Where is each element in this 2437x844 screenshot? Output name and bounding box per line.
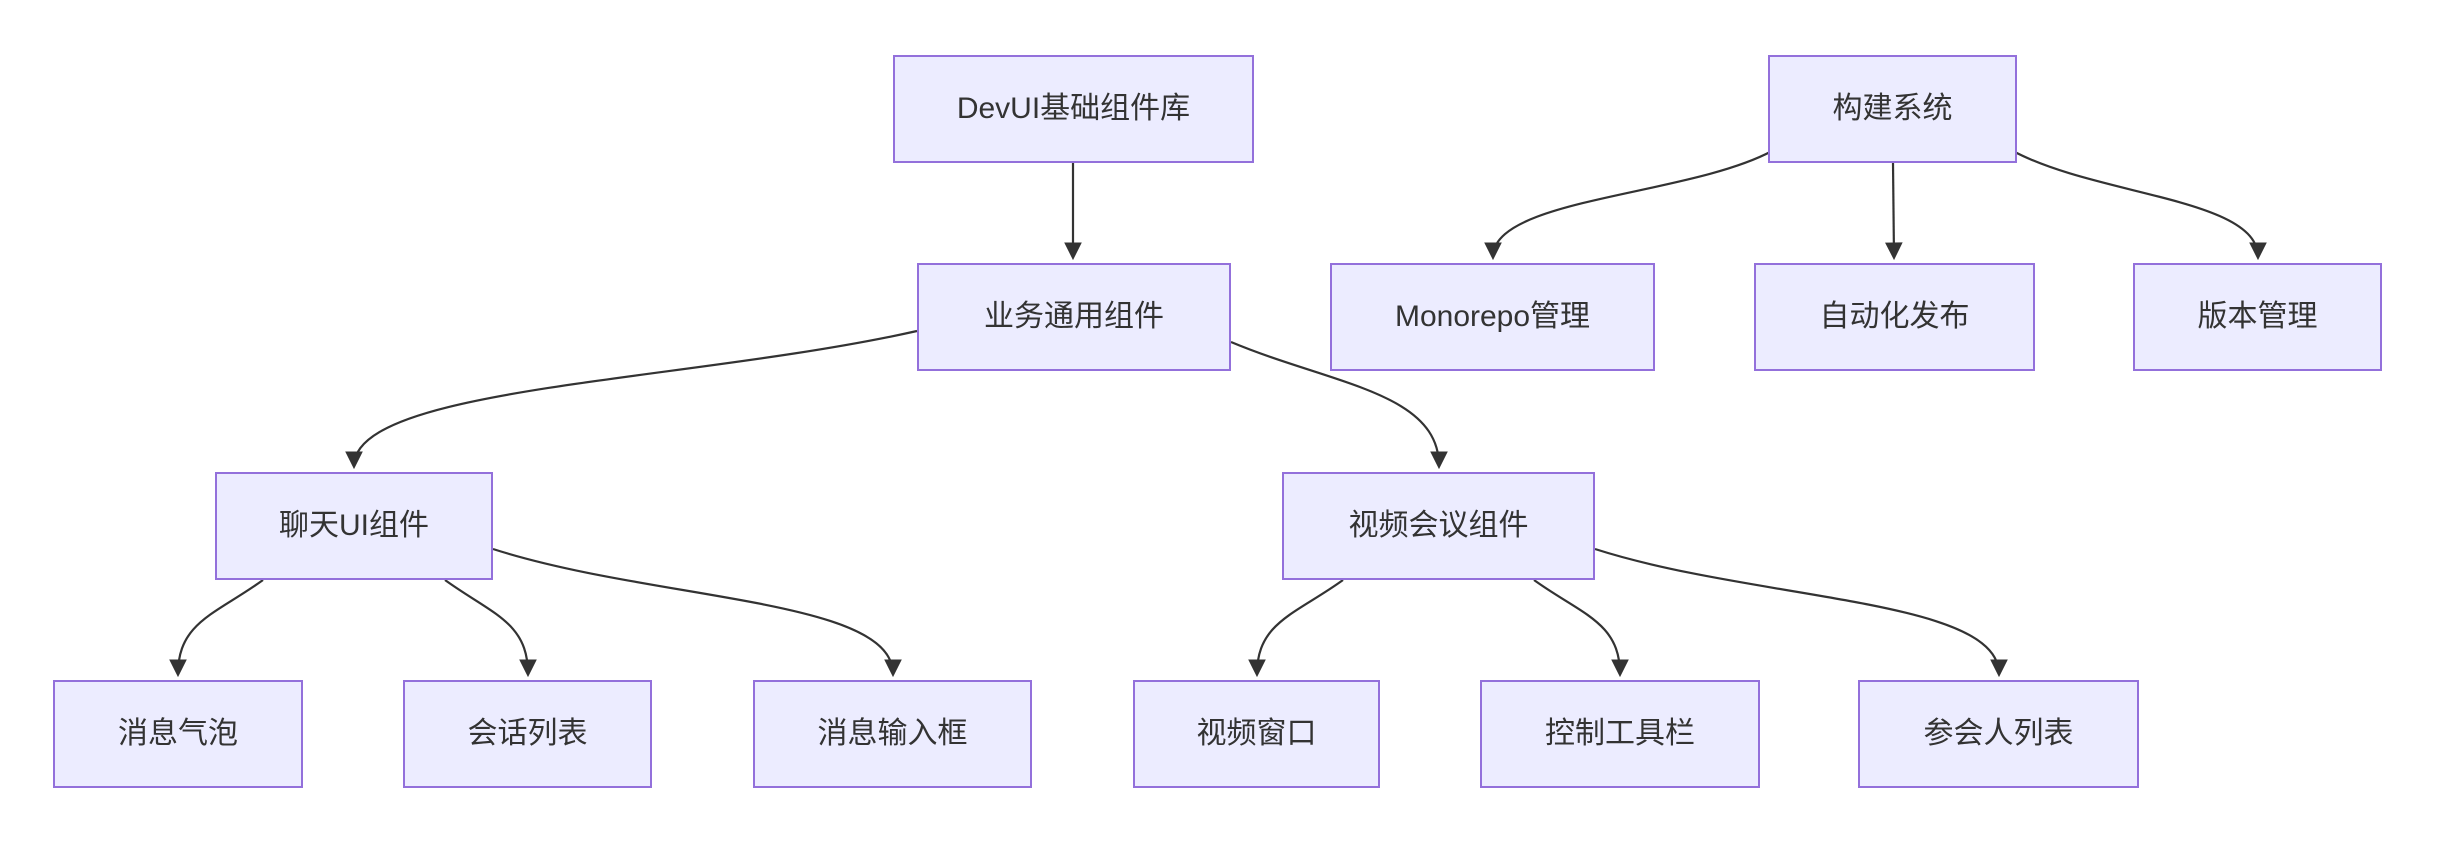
node-video-conference-components: 视频会议组件 [1282, 472, 1595, 580]
edge-video-to-toolbar [1533, 579, 1629, 678]
edge-chat-to-bubble [169, 579, 264, 678]
edge-video-to-window [1248, 579, 1344, 678]
edge-video-to-participant [1594, 547, 2008, 678]
edge-chat-to-conversation [444, 579, 537, 678]
edge-build-to-monorepo [1484, 150, 1773, 261]
edge-business-to-video [1230, 340, 1448, 470]
node-automated-release: 自动化发布 [1754, 263, 2035, 371]
node-devui-base-library: DevUI基础组件库 [893, 55, 1254, 163]
node-conversation-list: 会话列表 [403, 680, 652, 788]
node-business-common-components: 业务通用组件 [917, 263, 1231, 371]
node-participant-list: 参会人列表 [1858, 680, 2139, 788]
node-monorepo-management: Monorepo管理 [1330, 263, 1655, 371]
edge-business-to-chat [345, 329, 918, 470]
edge-build-to-version [2012, 150, 2267, 261]
node-version-management: 版本管理 [2133, 263, 2382, 371]
node-message-bubble: 消息气泡 [53, 680, 303, 788]
node-build-system: 构建系统 [1768, 55, 2017, 163]
edge-build-to-release [1885, 162, 1903, 261]
node-video-window: 视频窗口 [1133, 680, 1380, 788]
node-message-input: 消息输入框 [753, 680, 1032, 788]
node-control-toolbar: 控制工具栏 [1480, 680, 1760, 788]
edge-chat-to-input [492, 547, 902, 678]
node-chat-ui-components: 聊天UI组件 [215, 472, 493, 580]
